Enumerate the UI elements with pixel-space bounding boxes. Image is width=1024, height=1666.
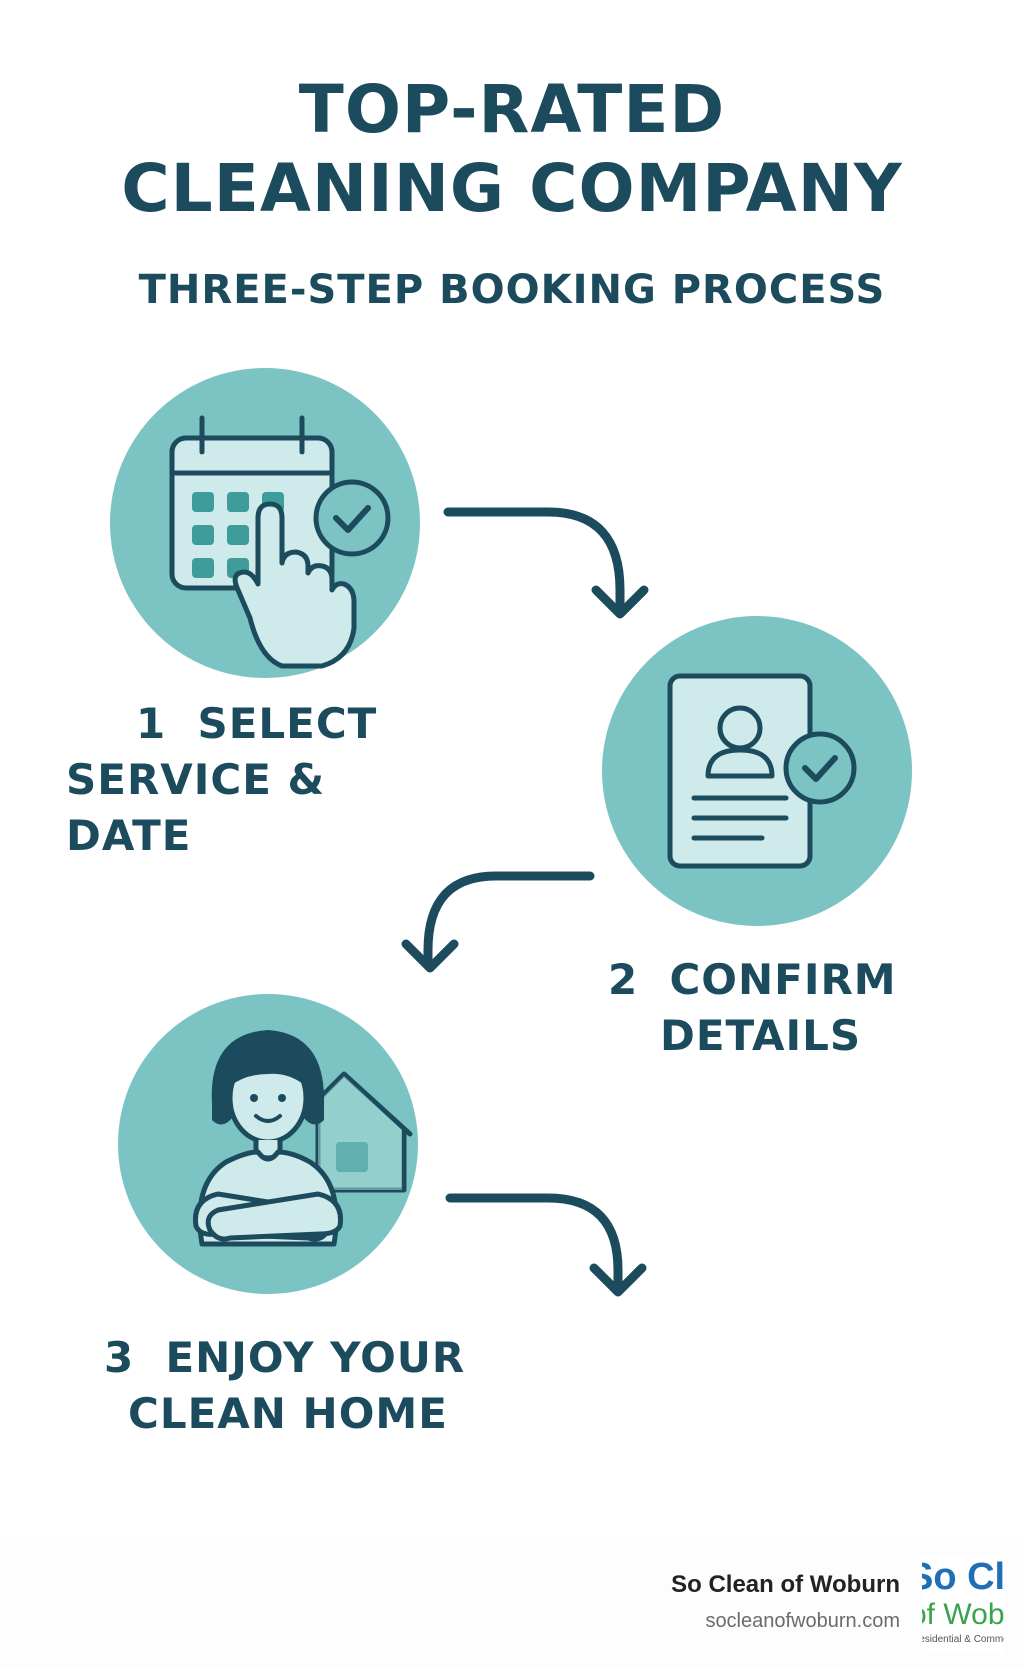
footer [0, 1536, 1024, 1666]
arrow-step1-to-step2 [443, 507, 625, 615]
step-2-circle [602, 616, 912, 926]
step-2-label-line-1: 2 CONFIRM [608, 955, 897, 1004]
happy-person-home-icon [192, 1030, 413, 1247]
page-subtitle: THREE-STEP BOOKING PROCESS [138, 267, 886, 313]
arrow-step2-to-step3-head [401, 939, 459, 973]
step-1-label: 1 SELECT SERVICE & DATE [66, 696, 466, 864]
arrow-step2-to-step3 [423, 871, 595, 971]
step-3-circle [118, 994, 418, 1294]
profile-document-check-icon [667, 673, 857, 869]
step-3-label: 3 ENJOY YOUR CLEAN HOME [104, 1330, 504, 1442]
step-3-label-line-2: CLEAN HOME [128, 1389, 448, 1438]
logo-text-line-3: Residential & Commercial [922, 1634, 1004, 1645]
arrow-step1-to-step2-head [591, 585, 649, 619]
title-line-1: TOP-RATED [298, 71, 726, 148]
step-1-circle [110, 368, 420, 678]
step-2-label: 2 CONFIRM DETAILS [608, 952, 948, 1064]
brand-name: So Clean of Woburn [671, 1571, 900, 1598]
step-1-label-line-2: SERVICE & DATE [66, 755, 326, 860]
step-3-label-line-1: 3 ENJOY YOUR [104, 1333, 466, 1382]
step-1-label-line-1: 1 SELECT [136, 699, 378, 748]
calendar-tap-check-icon [169, 415, 391, 669]
logo-text-line-2: of Woburn [922, 1598, 1004, 1631]
arrow-after-step3-head [589, 1263, 647, 1297]
arrow-after-step3 [445, 1193, 623, 1295]
brand-url[interactable]: socleanofwoburn.com [705, 1610, 900, 1632]
logo-text-line-1: So Clean [922, 1556, 1004, 1598]
step-2-label-line-2: DETAILS [660, 1011, 862, 1060]
company-logo: So Clean of Woburn Residential & Commerc… [922, 1556, 1004, 1654]
page-title: TOP-RATED CLEANING COMPANY [0, 70, 1024, 228]
title-line-2: CLEANING COMPANY [121, 150, 903, 227]
